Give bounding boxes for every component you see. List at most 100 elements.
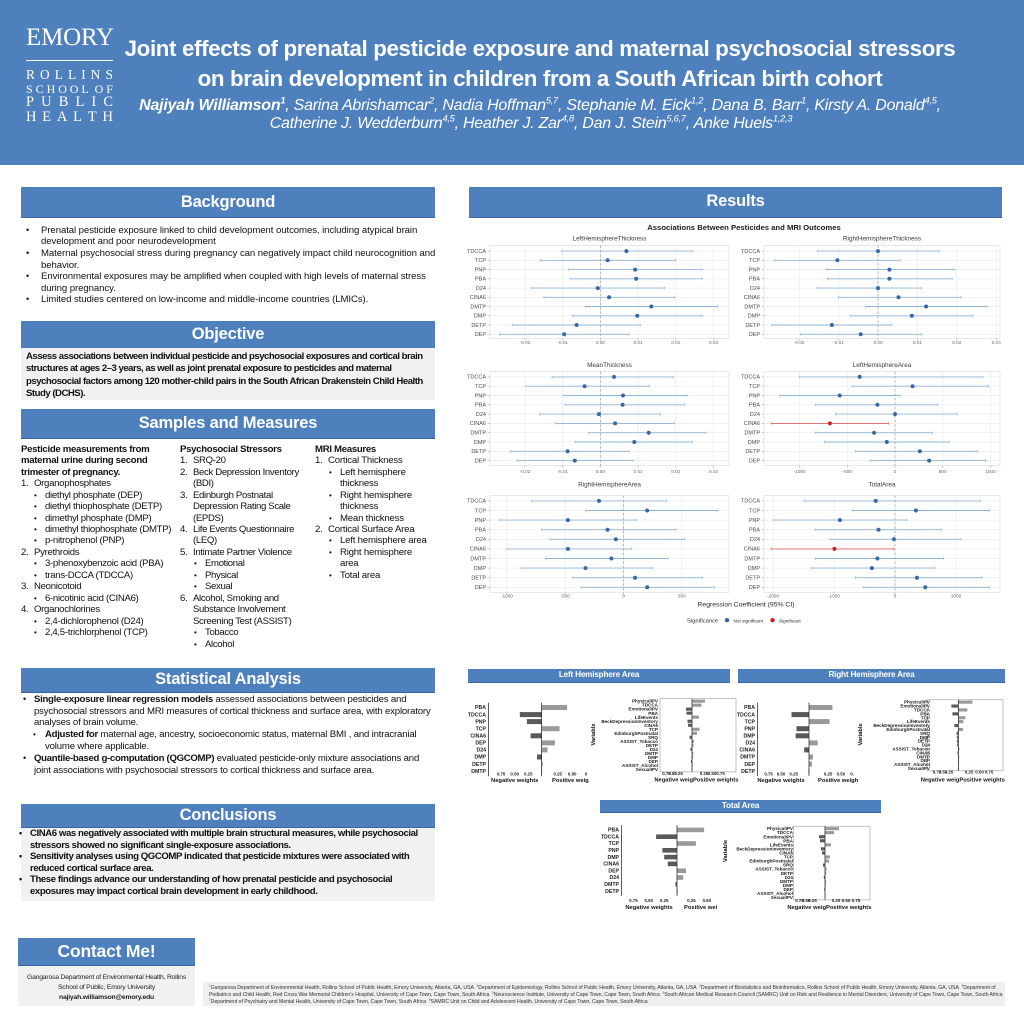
svg-text:DETP: DETP: [646, 743, 658, 748]
svg-text:ASSIST_Tobacco: ASSIST_Tobacco: [620, 739, 658, 744]
svg-text:TCP: TCP: [749, 384, 760, 390]
svg-text:TDCCA: TDCCA: [467, 249, 486, 255]
svg-text:0.01: 0.01: [634, 340, 644, 345]
svg-text:BeckDepressionInventory: BeckDepressionInventory: [601, 719, 658, 724]
svg-text:PNP: PNP: [749, 393, 761, 399]
svg-text:0.03: 0.03: [992, 340, 1002, 345]
svg-text:RightHemisphereArea: RightHemisphereArea: [578, 482, 641, 489]
svg-text:LeftHemisphereThickness: LeftHemisphereThickness: [573, 236, 647, 243]
svg-text:PBA: PBA: [648, 711, 658, 716]
svg-text:TDCCA: TDCCA: [467, 499, 486, 505]
svg-text:Significance: Significance: [687, 618, 718, 624]
svg-text:0: 0: [585, 772, 588, 777]
svg-text:CINA6: CINA6: [744, 295, 760, 301]
svg-text:LeftHemisphereArea: LeftHemisphereArea: [853, 362, 912, 369]
svg-text:0.75: 0.75: [662, 771, 671, 776]
svg-text:RightHemisphereThickness: RightHemisphereThickness: [843, 236, 921, 243]
svg-text:-0.01: -0.01: [833, 340, 844, 345]
svg-text:PBA: PBA: [783, 838, 793, 843]
svg-text:CINA6: CINA6: [744, 421, 760, 427]
svg-text:Positive weights: Positive weights: [826, 905, 871, 911]
svg-text:ASSIST_Alcohol: ASSIST_Alcohol: [622, 763, 658, 768]
svg-text:-0.01: -0.01: [557, 340, 568, 345]
svg-text:-500: -500: [561, 594, 571, 599]
svg-text:DMTP: DMTP: [470, 556, 486, 562]
svg-text:DETP: DETP: [471, 576, 486, 582]
svg-text:1000: 1000: [951, 594, 962, 599]
svg-text:DETP: DETP: [605, 889, 619, 895]
svg-text:DMP: DMP: [474, 314, 487, 320]
svg-text:DEP: DEP: [475, 332, 487, 338]
svg-text:TDCCA: TDCCA: [468, 712, 486, 718]
svg-text:LifeEvents: LifeEvents: [770, 842, 794, 847]
svg-text:0.02: 0.02: [671, 469, 681, 474]
svg-text:-0.02: -0.02: [794, 340, 805, 345]
svg-text:0: 0: [622, 594, 625, 599]
svg-text:Negative weights: Negative weights: [491, 778, 538, 784]
svg-text:Positive weig: Positive weig: [552, 778, 589, 784]
svg-text:DMP: DMP: [607, 855, 619, 861]
svg-text:TCP: TCP: [749, 258, 760, 264]
svg-text:DMTP: DMTP: [604, 882, 619, 888]
svg-text:DMTP: DMTP: [917, 754, 930, 759]
svg-text:D24: D24: [745, 741, 755, 747]
svg-text:DMP: DMP: [648, 755, 658, 760]
svg-text:SexualIPV: SexualIPV: [771, 895, 794, 900]
svg-text:500: 500: [939, 469, 947, 474]
svg-text:0.: 0.: [850, 772, 854, 777]
svg-text:0.75: 0.75: [716, 771, 725, 776]
svg-text:Negative weig: Negative weig: [921, 778, 960, 784]
svg-text:D24: D24: [476, 537, 486, 543]
svg-text:PBA: PBA: [475, 277, 486, 283]
svg-text:TDCCA: TDCCA: [601, 834, 619, 840]
svg-text:D24: D24: [476, 286, 486, 292]
svg-text:PBA: PBA: [608, 828, 619, 834]
svg-text:-0.01: -0.01: [557, 469, 568, 474]
svg-text:D24: D24: [785, 875, 794, 880]
svg-text:PNP: PNP: [749, 518, 761, 524]
svg-text:TCP: TCP: [475, 258, 486, 264]
svg-text:0.25: 0.25: [660, 898, 669, 903]
svg-text:0.50: 0.50: [668, 771, 677, 776]
svg-text:DETP: DETP: [781, 871, 793, 876]
svg-text:0.03: 0.03: [709, 340, 719, 345]
svg-text:D24: D24: [750, 412, 760, 418]
svg-text:0.03: 0.03: [709, 469, 719, 474]
svg-text:0.25: 0.25: [700, 771, 709, 776]
svg-text:TDCCA: TDCCA: [467, 375, 486, 381]
svg-text:TCP: TCP: [749, 508, 760, 514]
svg-text:500: 500: [678, 594, 686, 599]
svg-text:0.50: 0.50: [708, 771, 717, 776]
svg-text:TCP: TCP: [475, 508, 486, 514]
svg-text:DMTP: DMTP: [470, 304, 486, 310]
svg-text:0.75: 0.75: [933, 770, 942, 775]
svg-text:EmotionalIPV: EmotionalIPV: [763, 834, 794, 839]
svg-text:TDCCA: TDCCA: [737, 712, 755, 718]
svg-text:0.50: 0.50: [837, 772, 846, 777]
svg-text:CINA6: CINA6: [470, 295, 486, 301]
svg-text:SexualIPV: SexualIPV: [908, 766, 931, 771]
svg-text:0.00: 0.00: [596, 340, 606, 345]
svg-text:ASSIST_Alcohol: ASSIST_Alcohol: [757, 891, 793, 896]
svg-text:DMTP: DMTP: [470, 431, 486, 437]
svg-text:0.50: 0.50: [842, 898, 851, 903]
svg-text:0.02: 0.02: [671, 340, 681, 345]
svg-text:D24: D24: [476, 412, 486, 418]
svg-text:0.50: 0.50: [703, 898, 712, 903]
svg-text:0.75: 0.75: [795, 898, 804, 903]
svg-text:Positive weigh: Positive weigh: [818, 778, 859, 784]
svg-text:CINA6: CINA6: [744, 547, 760, 553]
svg-text:DETP: DETP: [472, 762, 486, 768]
svg-text:0.25: 0.25: [687, 898, 696, 903]
svg-text:Variable: Variable: [723, 839, 729, 862]
svg-text:CINA6: CINA6: [470, 547, 486, 553]
svg-text:BeckDepressionInventory: BeckDepressionInventory: [736, 847, 793, 852]
svg-text:SRQ: SRQ: [783, 863, 793, 868]
svg-text:-2000: -2000: [767, 594, 779, 599]
svg-text:PBA: PBA: [749, 277, 760, 283]
svg-text:ASSIST_Tobacco: ASSIST_Tobacco: [892, 747, 930, 752]
svg-text:TotalArea: TotalArea: [869, 482, 896, 489]
svg-text:-0.02: -0.02: [520, 340, 531, 345]
svg-text:Regression Coefficient (95% CI: Regression Coefficient (95% CI): [698, 602, 795, 609]
svg-text:TCP: TCP: [784, 855, 793, 860]
